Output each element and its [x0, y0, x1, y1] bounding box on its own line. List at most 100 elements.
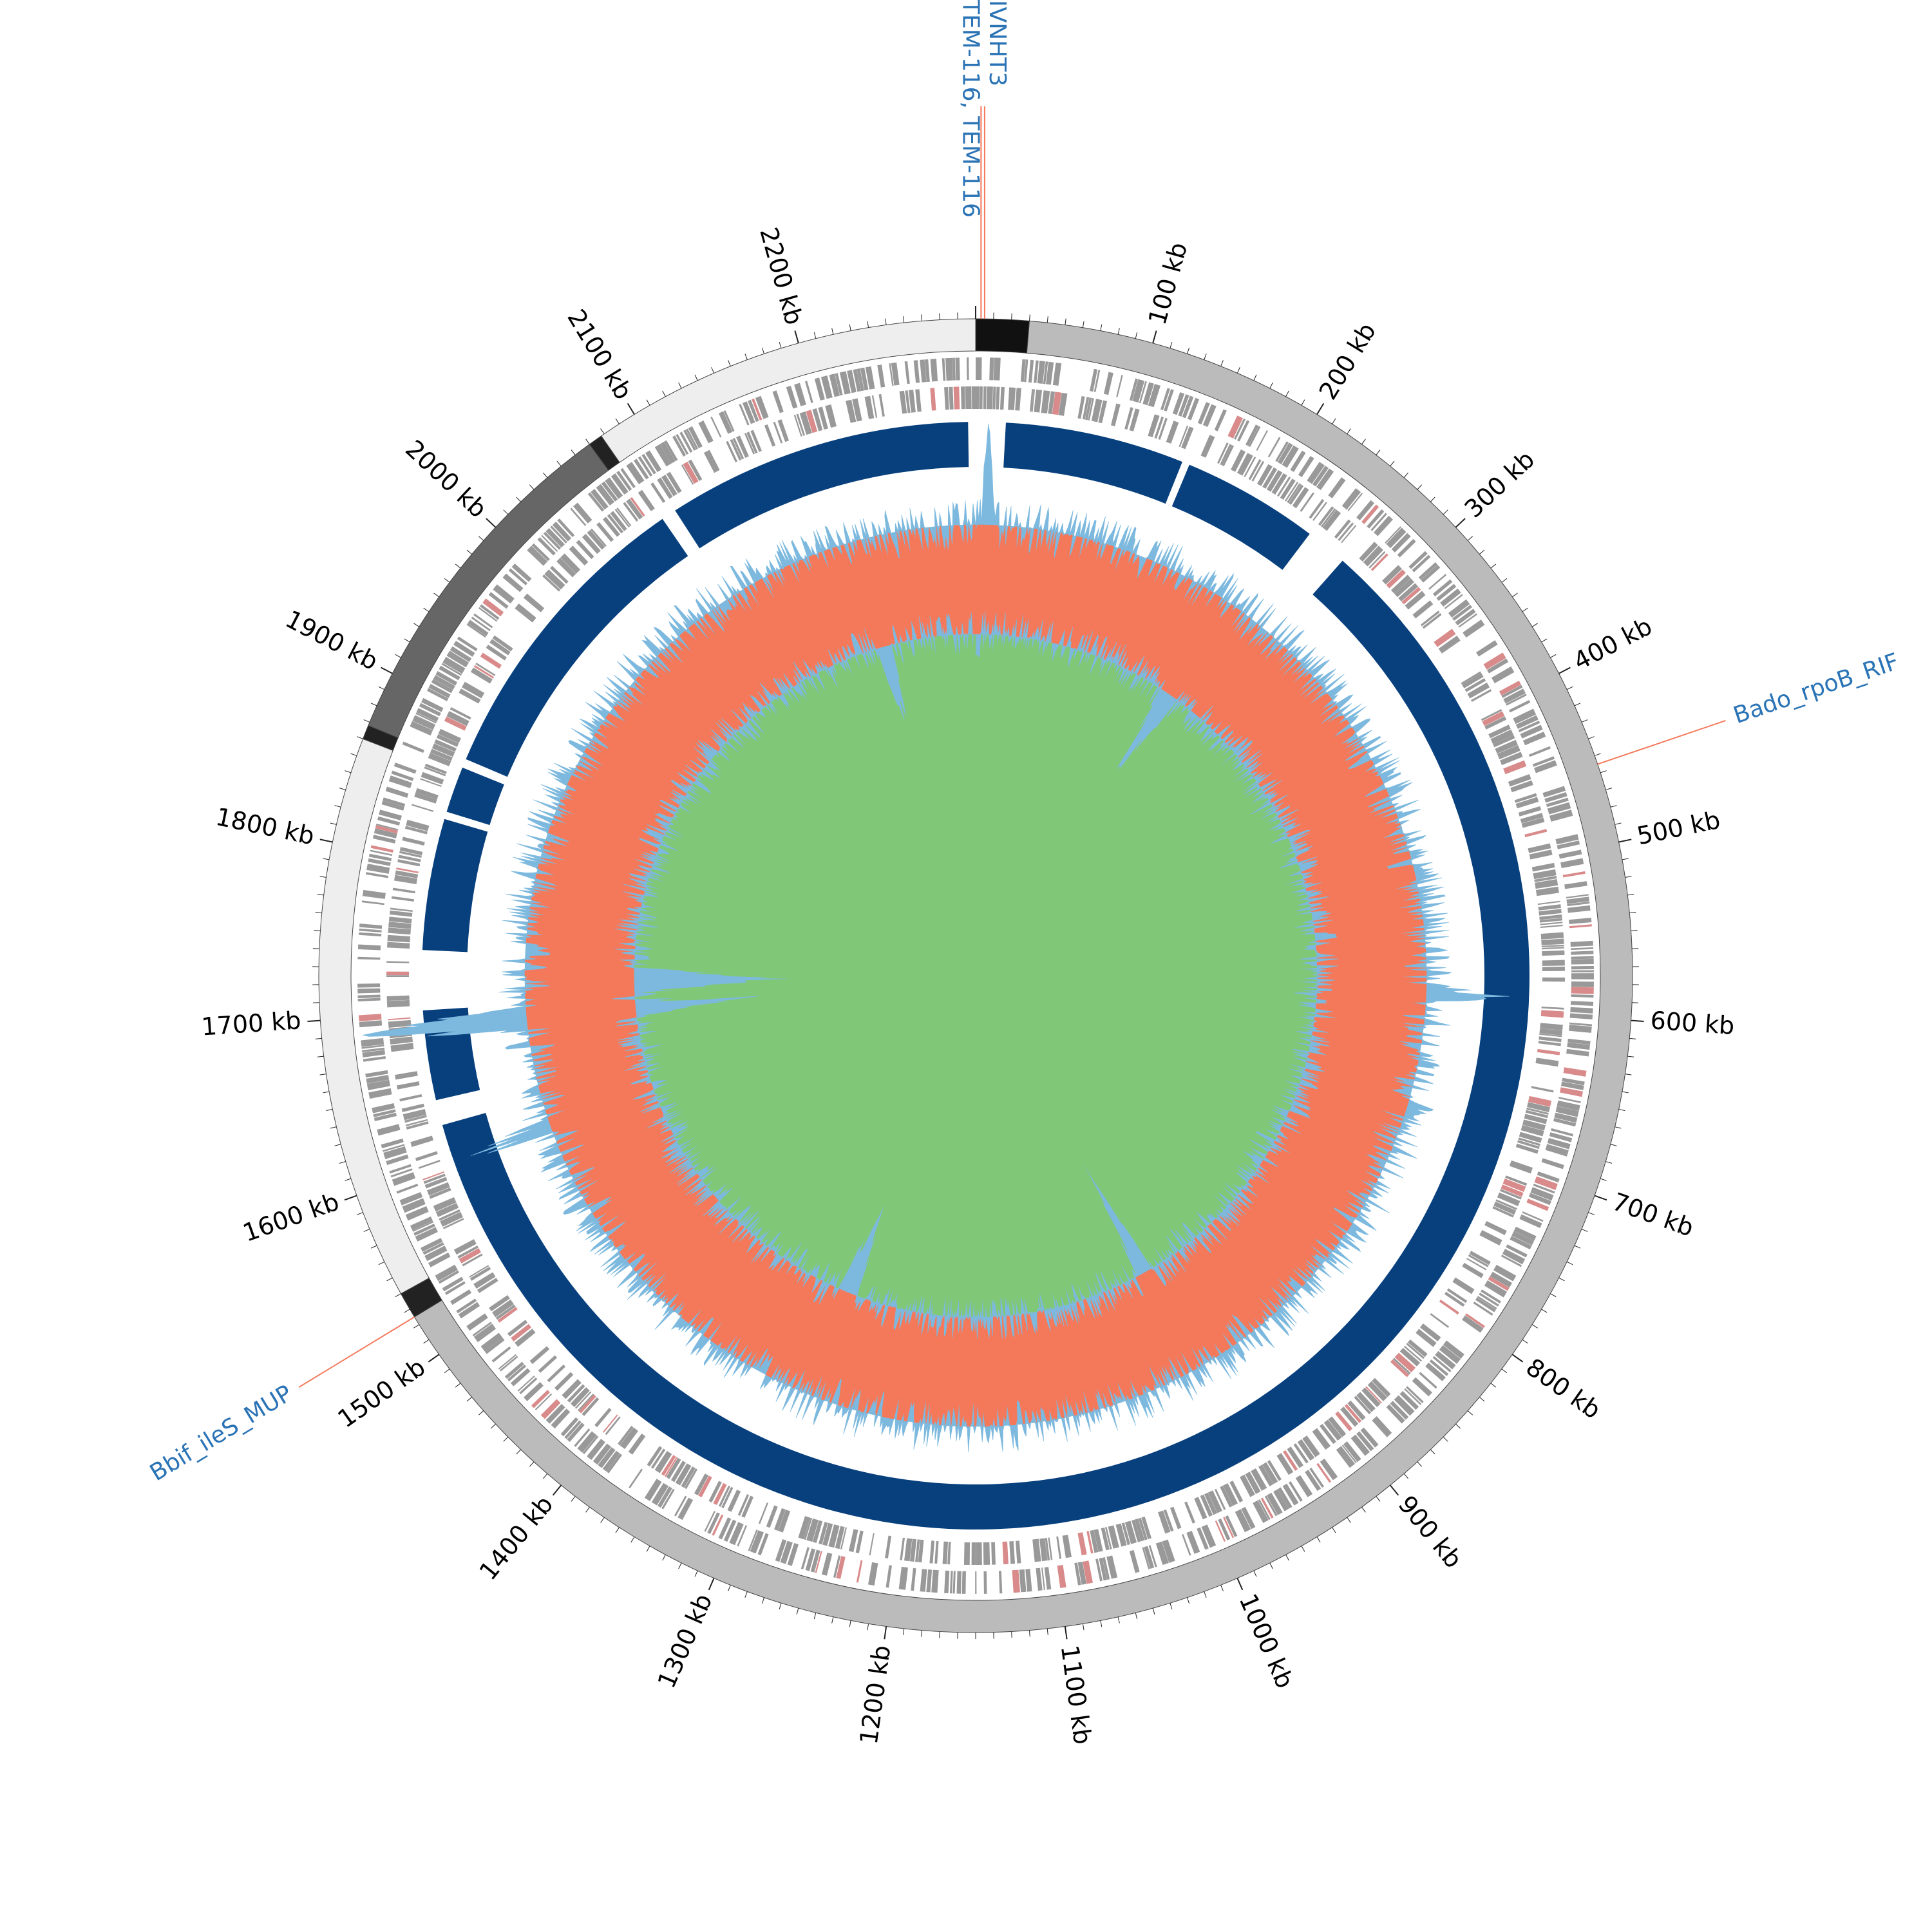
gene-feature — [1056, 1536, 1062, 1559]
gene-feature — [1111, 403, 1121, 426]
minor-tick — [1376, 450, 1381, 455]
minor-tick — [395, 654, 401, 658]
gene-feature — [961, 1571, 966, 1594]
gene-feature — [550, 526, 567, 544]
gene-feature — [713, 1482, 727, 1506]
gene-feature — [420, 778, 442, 788]
gene-feature — [1106, 1555, 1118, 1579]
gene-feature — [971, 1542, 976, 1566]
gene-feature — [806, 1518, 819, 1542]
gene-feature — [1322, 509, 1341, 531]
minor-tick — [1600, 1178, 1607, 1181]
gene-feature — [661, 1455, 676, 1476]
minor-tick — [585, 439, 590, 445]
gene-feature — [433, 1197, 457, 1212]
gene-feature — [398, 855, 421, 862]
minor-tick — [571, 450, 576, 455]
gene-feature — [462, 681, 485, 699]
gene-feature — [379, 810, 402, 820]
gene-feature — [605, 477, 623, 499]
gene-feature — [840, 1527, 848, 1550]
scale-ticks — [307, 306, 1644, 1640]
gene-feature — [453, 640, 475, 657]
gene-feature — [527, 545, 548, 566]
gene-feature — [396, 867, 419, 874]
gene-feature — [466, 1313, 488, 1331]
tick-label: 1200 kb — [855, 1643, 896, 1746]
gene-feature — [1569, 1013, 1593, 1019]
gene-feature — [418, 1160, 440, 1170]
gene-feature — [424, 763, 447, 775]
minor-tick — [1522, 1339, 1528, 1344]
tick-label: 1500 kb — [332, 1352, 430, 1433]
signal-negative — [634, 634, 1318, 1318]
gene-feature — [428, 1252, 451, 1267]
gene-feature — [582, 1397, 600, 1416]
gene-feature — [1530, 1187, 1554, 1201]
gene-feature — [523, 593, 545, 612]
gene-feature — [1522, 1119, 1546, 1131]
gene-feature — [1515, 1143, 1539, 1154]
minor-tick — [1361, 1506, 1366, 1513]
gene-feature — [435, 1202, 459, 1217]
tick-label: 100 kb — [1143, 239, 1193, 328]
gene-feature — [423, 1173, 446, 1184]
gene-feature — [1182, 395, 1194, 419]
gene-feature — [421, 772, 444, 785]
gene-feature — [1182, 1534, 1191, 1556]
gene-feature — [1244, 456, 1256, 477]
gene-feature — [750, 1530, 764, 1554]
gene-annotation-label: IVNHT3 — [984, 0, 1010, 86]
gene-feature — [440, 1211, 463, 1227]
gene-feature — [1458, 613, 1478, 628]
gene-feature — [729, 1522, 744, 1546]
gene-feature — [666, 1457, 681, 1479]
gene-feature — [1535, 1057, 1559, 1067]
gene-feature — [934, 1540, 939, 1564]
major-tick — [1389, 1484, 1399, 1496]
gene-feature — [953, 386, 960, 410]
gene-feature — [955, 357, 960, 381]
gene-feature — [1166, 421, 1179, 444]
minor-tick — [478, 1410, 484, 1416]
gene-feature — [545, 1403, 565, 1424]
gene-feature — [857, 368, 864, 392]
gene-feature — [871, 395, 878, 418]
gene-feature — [1170, 1506, 1182, 1530]
gene-feature — [375, 825, 398, 834]
gene-feature — [1356, 500, 1375, 521]
gene-feature — [1539, 1033, 1562, 1037]
gene-feature — [480, 1332, 503, 1352]
gene-feature — [415, 1151, 438, 1161]
gene-feature — [491, 1346, 511, 1363]
gene-feature — [1537, 1171, 1560, 1183]
gene-feature — [1222, 444, 1235, 467]
gene-feature — [1569, 1025, 1592, 1033]
gene-feature — [591, 489, 609, 510]
gene-feature — [389, 1164, 412, 1174]
gene-feature — [1564, 881, 1587, 889]
gene-feature — [942, 358, 946, 381]
gene-feature — [1540, 922, 1563, 925]
gene-feature — [666, 471, 682, 493]
gene-feature — [545, 527, 565, 548]
gene-feature — [1562, 871, 1586, 878]
minor-tick — [1082, 321, 1084, 328]
gene-feature — [1372, 1378, 1391, 1397]
gene-feature — [366, 1075, 390, 1084]
gene-feature — [657, 1486, 672, 1508]
gene-feature — [638, 456, 653, 477]
gene-feature — [388, 916, 412, 923]
minor-tick — [1186, 1597, 1190, 1604]
gene-feature — [1287, 483, 1302, 504]
gene-feature — [812, 408, 823, 431]
gene-feature — [1493, 735, 1515, 748]
gene-feature — [947, 1541, 951, 1565]
gene-feature — [365, 1070, 388, 1078]
gene-feature — [626, 498, 643, 520]
gene-feature — [374, 1112, 397, 1122]
gene-feature — [804, 1517, 813, 1540]
gene-feature — [426, 1182, 450, 1196]
gene-feature — [357, 983, 381, 988]
minor-tick — [1610, 805, 1617, 808]
